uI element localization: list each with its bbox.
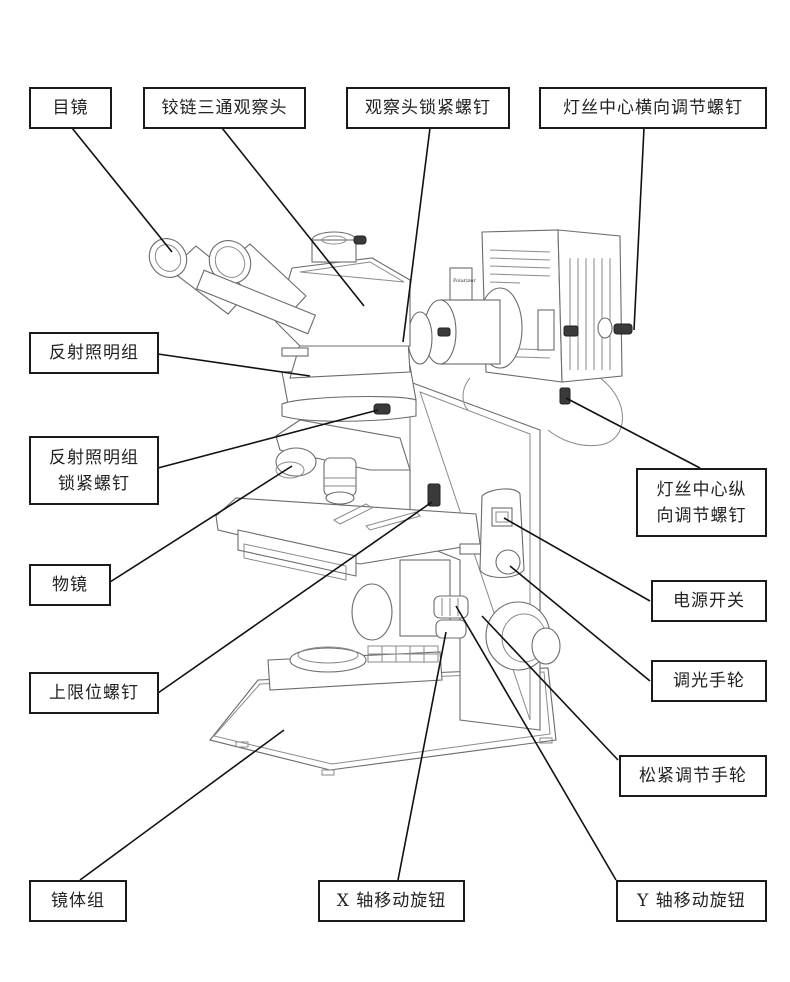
label-dimmer-wheel: 调光手轮 bbox=[651, 660, 767, 702]
illuminator-lock-screw-glyph bbox=[373, 403, 391, 415]
label-hinged-trinocular-head: 铰链三通观察头 bbox=[143, 87, 306, 129]
leader-filament-vertical bbox=[565, 397, 701, 469]
label-illuminator-locking-screw: 反射照明组 锁紧螺钉 bbox=[29, 436, 159, 505]
label-filament-vertical-screw: 灯丝中心纵 向调节螺钉 bbox=[636, 468, 767, 537]
filament-horizontal-screw-glyph bbox=[613, 323, 633, 335]
lamp-housing: Polarizer bbox=[407, 229, 633, 447]
lamp-side-screw bbox=[563, 325, 579, 337]
label-reflected-illuminator: 反射照明组 bbox=[29, 332, 159, 374]
leader-objective bbox=[109, 465, 293, 583]
reflected-illuminator bbox=[281, 335, 417, 422]
leader-trinocular-head bbox=[221, 127, 365, 307]
label-y-knob: Y 轴移动旋钮 bbox=[616, 880, 767, 922]
power-switch-glyph bbox=[491, 507, 513, 527]
leader-filament-horizontal bbox=[633, 127, 645, 331]
label-objective: 物镜 bbox=[29, 564, 111, 606]
leader-illuminator-lock bbox=[157, 409, 379, 469]
label-filament-horizontal-screw: 灯丝中心横向调节螺钉 bbox=[539, 87, 767, 129]
eyepieces bbox=[148, 238, 317, 335]
keypad-grid bbox=[367, 645, 439, 663]
label-power-switch: 电源开关 bbox=[651, 580, 767, 622]
dimmer-wheel-glyph bbox=[495, 549, 521, 575]
leader-reflected-illuminator bbox=[157, 353, 311, 377]
leader-x-knob bbox=[397, 631, 447, 881]
leader-body bbox=[79, 729, 285, 881]
leader-power-switch bbox=[503, 517, 651, 602]
label-x-knob: X 轴移动旋钮 bbox=[318, 880, 465, 922]
label-eyepiece: 目镜 bbox=[29, 87, 112, 129]
leader-dimmer bbox=[509, 565, 651, 682]
leader-lines bbox=[71, 127, 701, 881]
label-head-locking-screw: 观察头锁紧螺钉 bbox=[346, 87, 510, 129]
leader-tension bbox=[481, 615, 619, 761]
leader-upper-limit bbox=[157, 501, 433, 694]
leader-head-lock-screw bbox=[402, 127, 431, 343]
filament-vertical-screw-glyph bbox=[559, 387, 571, 405]
y-knob-glyph bbox=[433, 595, 469, 619]
nosepiece bbox=[275, 419, 411, 505]
x-knob-glyph bbox=[435, 619, 467, 639]
polarizer-tag: Polarizer bbox=[453, 278, 476, 284]
label-tension-wheel: 松紧调节手轮 bbox=[619, 755, 767, 797]
leader-y-knob bbox=[455, 605, 617, 881]
upper-limit-screw-glyph bbox=[427, 483, 441, 507]
label-upper-limit-screw: 上限位螺钉 bbox=[29, 672, 159, 714]
label-body: 镜体组 bbox=[29, 880, 127, 922]
leader-eyepiece bbox=[71, 127, 173, 253]
power-panel bbox=[479, 488, 525, 579]
